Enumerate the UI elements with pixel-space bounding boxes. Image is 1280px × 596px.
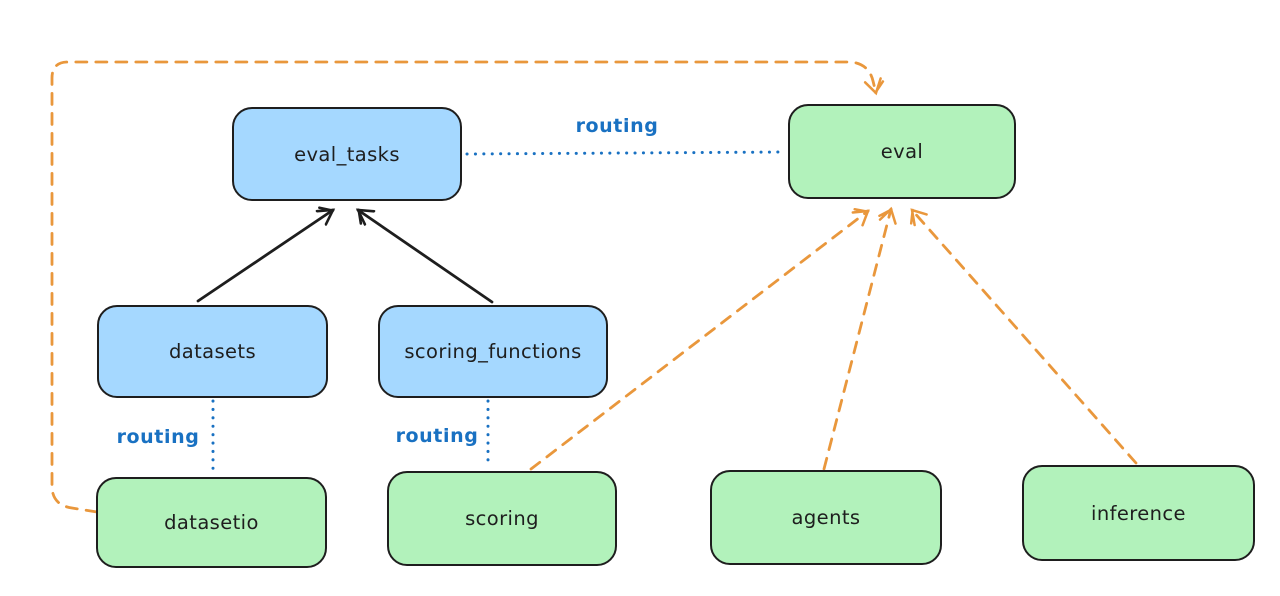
node-datasetio-label: datasetio	[164, 511, 259, 534]
node-agents-label: agents	[791, 506, 861, 529]
edge-datasets-to-eval-tasks	[196, 210, 333, 303]
node-eval: eval	[788, 104, 1016, 199]
node-scoring-label: scoring	[465, 507, 539, 530]
node-scoring-functions: scoring_functions	[378, 305, 608, 398]
routing-label-datasets-datasetio: routing	[116, 426, 200, 448]
edge-agents-to-eval	[822, 206, 897, 471]
edge-inference-to-eval	[909, 208, 1138, 465]
node-scoring: scoring	[387, 471, 617, 566]
node-agents: agents	[710, 470, 942, 565]
edge-scoring-functions-to-eval-tasks	[358, 210, 494, 304]
routing-label-scoring-functions-scoring: routing	[395, 425, 479, 447]
node-datasetio: datasetio	[96, 477, 327, 568]
edge-eval-tasks-to-eval-routing	[465, 150, 787, 156]
routing-label-eval-tasks-eval: routing	[575, 115, 659, 137]
edge-scoring-to-eval	[529, 207, 870, 471]
node-eval-tasks-label: eval_tasks	[294, 142, 400, 166]
node-inference-label: inference	[1091, 501, 1186, 525]
node-datasets-label: datasets	[168, 340, 257, 363]
edge-datasetio-to-eval	[50, 60, 885, 514]
node-eval-tasks: eval_tasks	[232, 107, 462, 201]
node-datasets: datasets	[97, 305, 328, 398]
node-scoring-functions-label: scoring_functions	[404, 340, 582, 363]
node-eval-label: eval	[880, 140, 924, 163]
node-inference: inference	[1022, 465, 1255, 561]
